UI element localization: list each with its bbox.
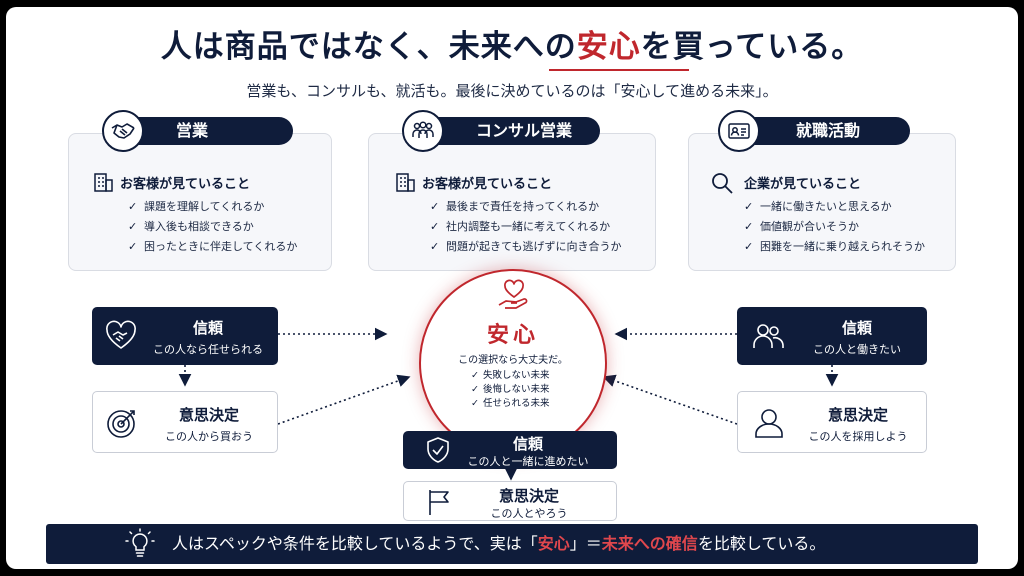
flag-icon bbox=[424, 487, 454, 521]
list-item: 困難を一緒に乗り越えられそうか bbox=[744, 237, 925, 257]
shield-check-icon bbox=[423, 435, 453, 469]
page-subtitle: 営業も、コンサルも、就活も。最後に決めているのは「安心して進める未来」。 bbox=[246, 82, 778, 100]
list-item: 価値観が合いそうか bbox=[744, 217, 925, 237]
right-decision-box: 意思決定 この人を採用しよう bbox=[737, 391, 927, 453]
title-emphasis-underline bbox=[549, 69, 689, 71]
heart-hand-icon bbox=[495, 277, 533, 319]
id-card-icon bbox=[718, 110, 760, 152]
center-anshin-label: 安心 bbox=[486, 322, 539, 348]
center-trust-box: 信頼 この人と一緒に進めたい bbox=[403, 431, 617, 469]
card-consulting-heading: お客様が見ていること bbox=[422, 177, 553, 192]
person-icon bbox=[752, 406, 786, 444]
center-trust-title: 信頼 bbox=[512, 435, 543, 453]
card-sales-checklist: 課題を理解してくれるか 導入後も相談できるか 困ったときに伴走してくれるか bbox=[128, 197, 297, 257]
card-job-hunting-checklist: 一緒に働きたいと思えるか 価値観が合いそうか 困難を一緒に乗り越えられそうか bbox=[744, 197, 925, 257]
flow-connectors bbox=[178, 327, 839, 481]
team-icon bbox=[402, 110, 444, 152]
conclusion-bar: 人はスペックや条件を比較しているようで、実は「安心」＝未来への確信を比較している… bbox=[46, 524, 978, 564]
center-anshin-circle: 安心 この選択なら大丈夫だ。 失敗しない未来 後悔しない未来 任せられる未来 bbox=[419, 269, 607, 457]
right-trust-title: 信頼 bbox=[841, 319, 872, 337]
page-title: 人は商品ではなく、未来への安心を買っている。 bbox=[160, 29, 864, 65]
left-decision-box: 意思決定 この人から買おう bbox=[92, 391, 278, 453]
building-icon bbox=[92, 171, 114, 197]
center-anshin-checklist: 失敗しない未来 後悔しない未来 任せられる未来 bbox=[471, 369, 550, 411]
list-item: 導入後も相談できるか bbox=[128, 217, 297, 237]
center-decision-sub: この人とやろう bbox=[490, 507, 568, 520]
slide-canvas: 人は商品ではなく、未来への安心を買っている。 営業も、コンサルも、就活も。最後に… bbox=[6, 7, 1018, 569]
people-icon bbox=[751, 319, 785, 357]
list-item: 課題を理解してくれるか bbox=[128, 197, 297, 217]
handshake-icon bbox=[102, 110, 144, 152]
arrow-left-decision-to-center bbox=[277, 374, 411, 425]
card-job-hunting-heading: 企業が見ていること bbox=[744, 177, 862, 192]
list-item: 社内調整も一緒に考えてくれるか bbox=[430, 217, 621, 237]
right-decision-sub: この人を採用しよう bbox=[808, 430, 908, 443]
list-item: 任せられる未来 bbox=[471, 397, 550, 411]
list-item: 問題が起きても逃げずに向き合うか bbox=[430, 237, 621, 257]
card-sales-heading: お客様が見ていること bbox=[120, 177, 251, 192]
left-decision-sub: この人から買おう bbox=[165, 430, 253, 443]
center-anshin-sub: この選択なら大丈夫だ。 bbox=[458, 355, 568, 366]
list-item: 失敗しない未来 bbox=[471, 369, 550, 383]
center-decision-title: 意思決定 bbox=[498, 487, 559, 505]
card-sales-label: 営業 bbox=[118, 117, 293, 145]
magnifier-icon bbox=[710, 171, 734, 199]
center-decision-box: 意思決定 この人とやろう bbox=[403, 481, 617, 521]
right-decision-title: 意思決定 bbox=[827, 406, 888, 424]
card-consulting-checklist: 最後まで責任を持ってくれるか 社内調整も一緒に考えてくれるか 問題が起きても逃げ… bbox=[430, 197, 621, 257]
left-trust-box: 信頼 この人なら任せられる bbox=[92, 307, 278, 365]
center-trust-sub: この人と一緒に進めたい bbox=[467, 455, 589, 468]
card-job-hunting-label: 就職活動 bbox=[738, 117, 910, 145]
list-item: 最後まで責任を持ってくれるか bbox=[430, 197, 621, 217]
list-item: 後悔しない未来 bbox=[471, 383, 550, 397]
arrow-right-decision-to-center bbox=[602, 374, 738, 425]
left-trust-title: 信頼 bbox=[192, 319, 223, 337]
card-consulting-label: コンサル営業 bbox=[418, 117, 600, 145]
left-decision-title: 意思決定 bbox=[178, 406, 239, 424]
left-trust-sub: この人なら任せられる bbox=[153, 343, 263, 356]
building-icon bbox=[394, 171, 416, 197]
list-item: 一緒に働きたいと思えるか bbox=[744, 197, 925, 217]
conclusion-text: 人はスペックや条件を比較しているようで、実は「安心」＝未来への確信を比較している… bbox=[172, 534, 826, 553]
right-trust-sub: この人と働きたい bbox=[813, 343, 901, 356]
target-icon bbox=[105, 406, 139, 444]
list-item: 困ったときに伴走してくれるか bbox=[128, 237, 297, 257]
lightbulb-icon bbox=[124, 528, 156, 564]
right-trust-box: 信頼 この人と働きたい bbox=[737, 307, 927, 365]
heart-handshake-icon bbox=[104, 319, 138, 357]
